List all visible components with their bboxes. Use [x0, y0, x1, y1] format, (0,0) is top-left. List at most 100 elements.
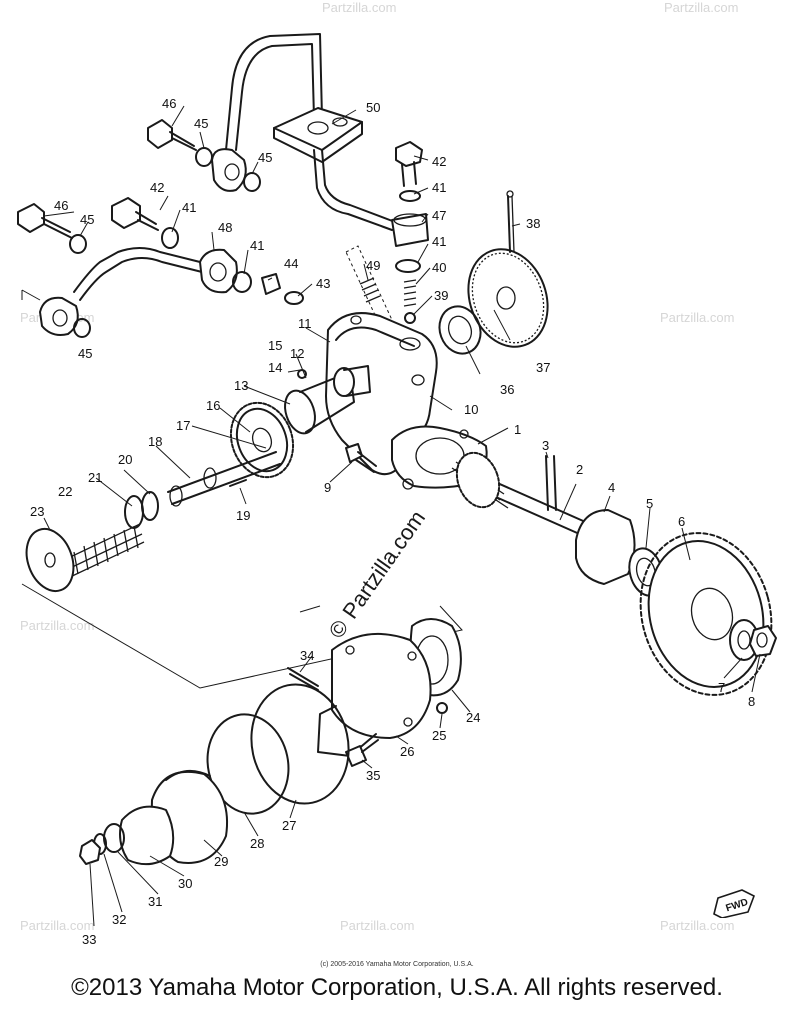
part-18-shaft: [167, 451, 281, 507]
part-46-bolt-left: [17, 203, 73, 239]
callout-31: 31: [148, 894, 162, 909]
callout-26: 26: [400, 744, 414, 759]
oil-pipe-left: [73, 247, 223, 301]
part-45-washer: [73, 318, 91, 338]
callout-39: 39: [434, 288, 448, 303]
banjo-fitting-left: [39, 296, 79, 336]
callout-16: 16: [206, 398, 220, 413]
part-34-pin: [287, 667, 319, 691]
part-37-disk: [467, 248, 549, 348]
reference-line: [299, 605, 321, 613]
callout-24: 24: [466, 710, 480, 725]
copyright-notice: ©2013 Yamaha Motor Corporation, U.S.A. A…: [71, 974, 723, 1001]
oil-pipe-upper: [225, 33, 396, 231]
callout-7: 7: [718, 680, 725, 695]
part-26-housing: [317, 632, 432, 757]
part-25-screw: [436, 702, 448, 714]
callout-45: 45: [258, 150, 272, 165]
callout-46: 46: [54, 198, 68, 213]
callout-18: 18: [148, 434, 162, 449]
part-47-fitting: [391, 213, 429, 247]
watermark: Partzilla.com: [664, 0, 738, 15]
callout-13: 13: [234, 378, 248, 393]
callout-40: 40: [432, 260, 446, 275]
reference-line: [21, 289, 41, 301]
part-30-housing: [119, 805, 175, 866]
part-41-washer: [232, 271, 252, 293]
part-27-oring: [250, 683, 350, 805]
callout-2: 2: [576, 462, 583, 477]
callout-30: 30: [178, 876, 192, 891]
banjo-fitting-upper: [211, 148, 247, 192]
part-33-nut: [79, 839, 101, 865]
part-28-oring: [206, 713, 290, 815]
part-20-collar: [141, 491, 159, 521]
callout-17: 17: [176, 418, 190, 433]
callout-42: 42: [150, 180, 164, 195]
callout-11: 11: [298, 316, 312, 331]
part-41-washer: [395, 259, 421, 273]
callout-22: 22: [58, 484, 72, 499]
part-46-bolt-upper: [147, 119, 197, 151]
callout-28: 28: [250, 836, 264, 851]
part-6-gear: [639, 532, 773, 696]
callout-43: 43: [316, 276, 330, 291]
callout-10: 10: [464, 402, 478, 417]
callout-41: 41: [432, 234, 446, 249]
part-4-collar: [575, 509, 636, 585]
part-38-pin: [506, 190, 515, 253]
part-45-washer: [69, 234, 87, 254]
part-9-bolt: [345, 443, 377, 473]
parts-diagram: Partzilla.com Partzilla.com Partzilla.co…: [17, 0, 777, 947]
part-21-collar: [124, 495, 144, 529]
part-3-pin: [545, 455, 557, 511]
callout-45: 45: [80, 212, 94, 227]
callout-27: 27: [282, 818, 296, 833]
callout-20: 20: [118, 452, 132, 467]
callout-44: 44: [284, 256, 298, 271]
callout-9: 9: [324, 480, 331, 495]
small-copyright: (c) 2005-2016 Yamaha Motor Corporation, …: [320, 961, 474, 968]
callout-41: 41: [432, 180, 446, 195]
callout-1: 1: [514, 422, 521, 437]
watermark-diagonal: © Partzilla.com: [324, 506, 430, 643]
callout-4: 4: [608, 480, 615, 495]
part-50-plate: [273, 107, 363, 163]
watermark: Partzilla.com: [322, 0, 396, 15]
callout-6: 6: [678, 514, 685, 529]
part-45-washer: [243, 172, 261, 192]
callout-12: 12: [290, 346, 304, 361]
callout-8: 8: [748, 694, 755, 709]
part-44-bolt: [261, 273, 281, 295]
part-2-shaft: [451, 451, 591, 537]
watermark-layer: Partzilla.com Partzilla.com Partzilla.co…: [20, 0, 738, 933]
callout-41: 41: [182, 200, 196, 215]
callout-14: 14: [268, 360, 282, 375]
part-14-pin: [297, 369, 307, 379]
watermark: Partzilla.com: [20, 918, 94, 933]
part-8-nut: [749, 625, 777, 657]
watermark: Partzilla.com: [660, 310, 734, 325]
callout-38: 38: [526, 216, 540, 231]
part-49-spring: [345, 245, 393, 327]
part-42-bolt-left: [111, 197, 159, 231]
part-22-spring: [63, 523, 145, 579]
part-40-spring: [403, 279, 417, 307]
callout-21: 21: [88, 470, 102, 485]
watermark-symbol: ©: [324, 615, 354, 643]
callout-29: 29: [214, 854, 228, 869]
watermark-text: Partzilla.com: [337, 506, 430, 623]
part-35-screw: [345, 739, 379, 767]
callout-41: 41: [250, 238, 264, 253]
callout-46: 46: [162, 96, 176, 111]
leader-lines: [43, 105, 761, 927]
part-36-seal: [438, 305, 482, 355]
watermark: Partzilla.com: [660, 918, 734, 933]
part-19-pin: [229, 479, 247, 487]
callout-23: 23: [30, 504, 44, 519]
callout-45: 45: [78, 346, 92, 361]
callout-36: 36: [500, 382, 514, 397]
part-16-gear: [229, 401, 295, 479]
part-13-shaft-assy: [284, 365, 371, 435]
callout-labels: 1 2 3 4 5 6 7 8 9 10 11 12 13 14 15 16 1…: [30, 96, 755, 947]
